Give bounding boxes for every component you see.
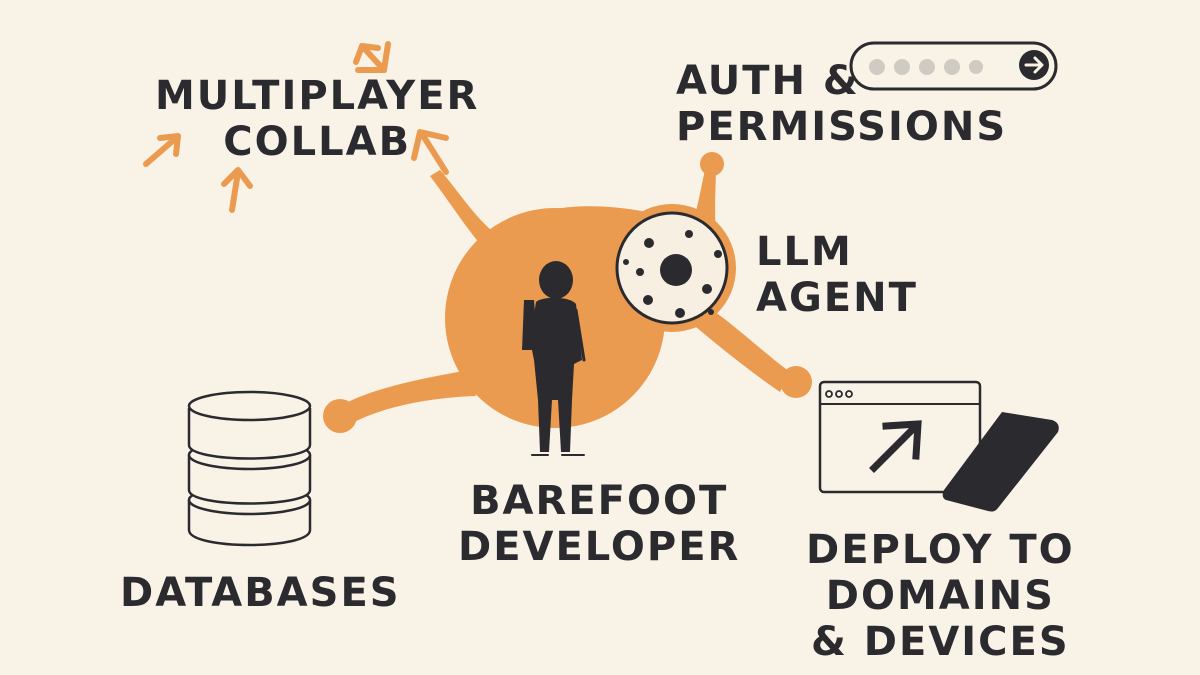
label-line: DEVELOPER xyxy=(458,524,741,570)
label-line: AGENT xyxy=(756,275,918,321)
label-line: & DEVICES xyxy=(811,619,1070,665)
tendril-bottom-right xyxy=(690,302,790,392)
label-line: DATABASES xyxy=(120,570,401,616)
phone-icon xyxy=(942,412,1059,512)
browser-window-icon xyxy=(818,380,982,494)
label-line: LLM xyxy=(756,229,853,275)
label-barefoot-developer: BAREFOOT DEVELOPER xyxy=(458,478,740,570)
arrow-left xyxy=(143,133,181,167)
label-databases: DATABASES xyxy=(120,570,401,616)
arrow-up-right-big xyxy=(411,129,449,175)
label-line: COLLAB xyxy=(223,119,412,165)
password-field xyxy=(849,41,1058,91)
label-line: DOMAINS xyxy=(825,573,1055,619)
agent-dots xyxy=(623,230,722,318)
arrow-right-circle-icon xyxy=(1019,50,1049,80)
arrow-up-right-icon xyxy=(869,420,922,473)
label-multiplayer-collab: MULTIPLAYER COLLAB xyxy=(155,73,479,165)
password-dots xyxy=(869,59,983,75)
label-llm-agent: LLM AGENT xyxy=(756,229,918,321)
arrow-top xyxy=(353,41,391,73)
label-auth-permissions: AUTH & PERMISSIONS xyxy=(676,58,1007,150)
tendril-left xyxy=(334,370,476,428)
label-deploy: DEPLOY TO DOMAINS & DEVICES xyxy=(806,527,1075,665)
label-line: AUTH & xyxy=(676,58,860,104)
label-line: BAREFOOT xyxy=(470,478,729,524)
label-line: DEPLOY TO xyxy=(806,527,1075,573)
arrow-bottom xyxy=(221,167,253,213)
database-icon xyxy=(187,390,312,547)
agent-core xyxy=(660,254,692,286)
collab-arrows xyxy=(143,41,449,213)
label-line: MULTIPLAYER xyxy=(155,73,480,119)
label-line: PERMISSIONS xyxy=(676,104,1008,150)
llm-agent-orb xyxy=(615,211,729,325)
developer-figure xyxy=(522,261,586,456)
